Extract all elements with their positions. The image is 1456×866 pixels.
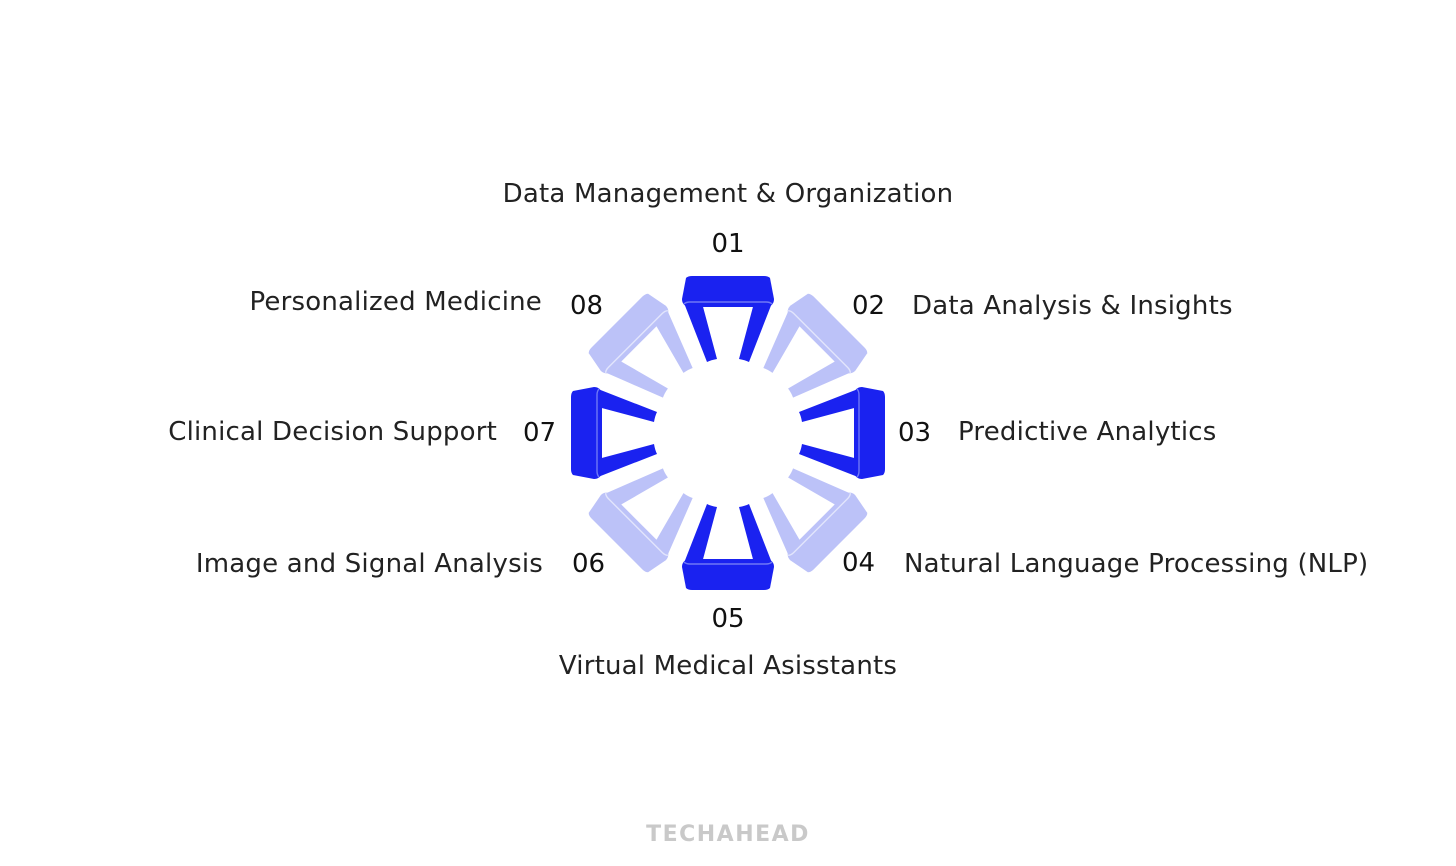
segment-05-shape [681,503,775,591]
segment-03-shape [798,386,886,480]
segment-03-number: 03 [898,418,932,448]
segment-02-number: 02 [852,291,886,321]
segment-08-number: 08 [570,291,604,321]
segment-05-label: Virtual Medical Asisstants [558,651,898,681]
segment-08-label: Personalized Medicine [249,287,542,317]
segment-06-number: 06 [572,549,606,579]
segment-06-label: Image and Signal Analysis [195,549,543,579]
wheel-center [658,363,798,503]
segment-01-shape [681,275,775,363]
segment-07-number: 07 [523,418,557,448]
segment-05-number: 05 [711,604,745,634]
segment-07-shape [570,386,658,480]
segment-03-label: Predictive Analytics [958,417,1217,447]
brand-logo: TECHAHEAD [646,822,810,847]
segment-04-label: Natural Language Processing (NLP) [904,549,1369,579]
segment-01-number: 01 [711,229,745,259]
segment-01-label: Data Management & Organization [502,179,954,209]
segment-07-label: Clinical Decision Support [168,417,497,447]
segment-02-label: Data Analysis & Insights [912,291,1233,321]
segment-04-number: 04 [842,548,876,578]
